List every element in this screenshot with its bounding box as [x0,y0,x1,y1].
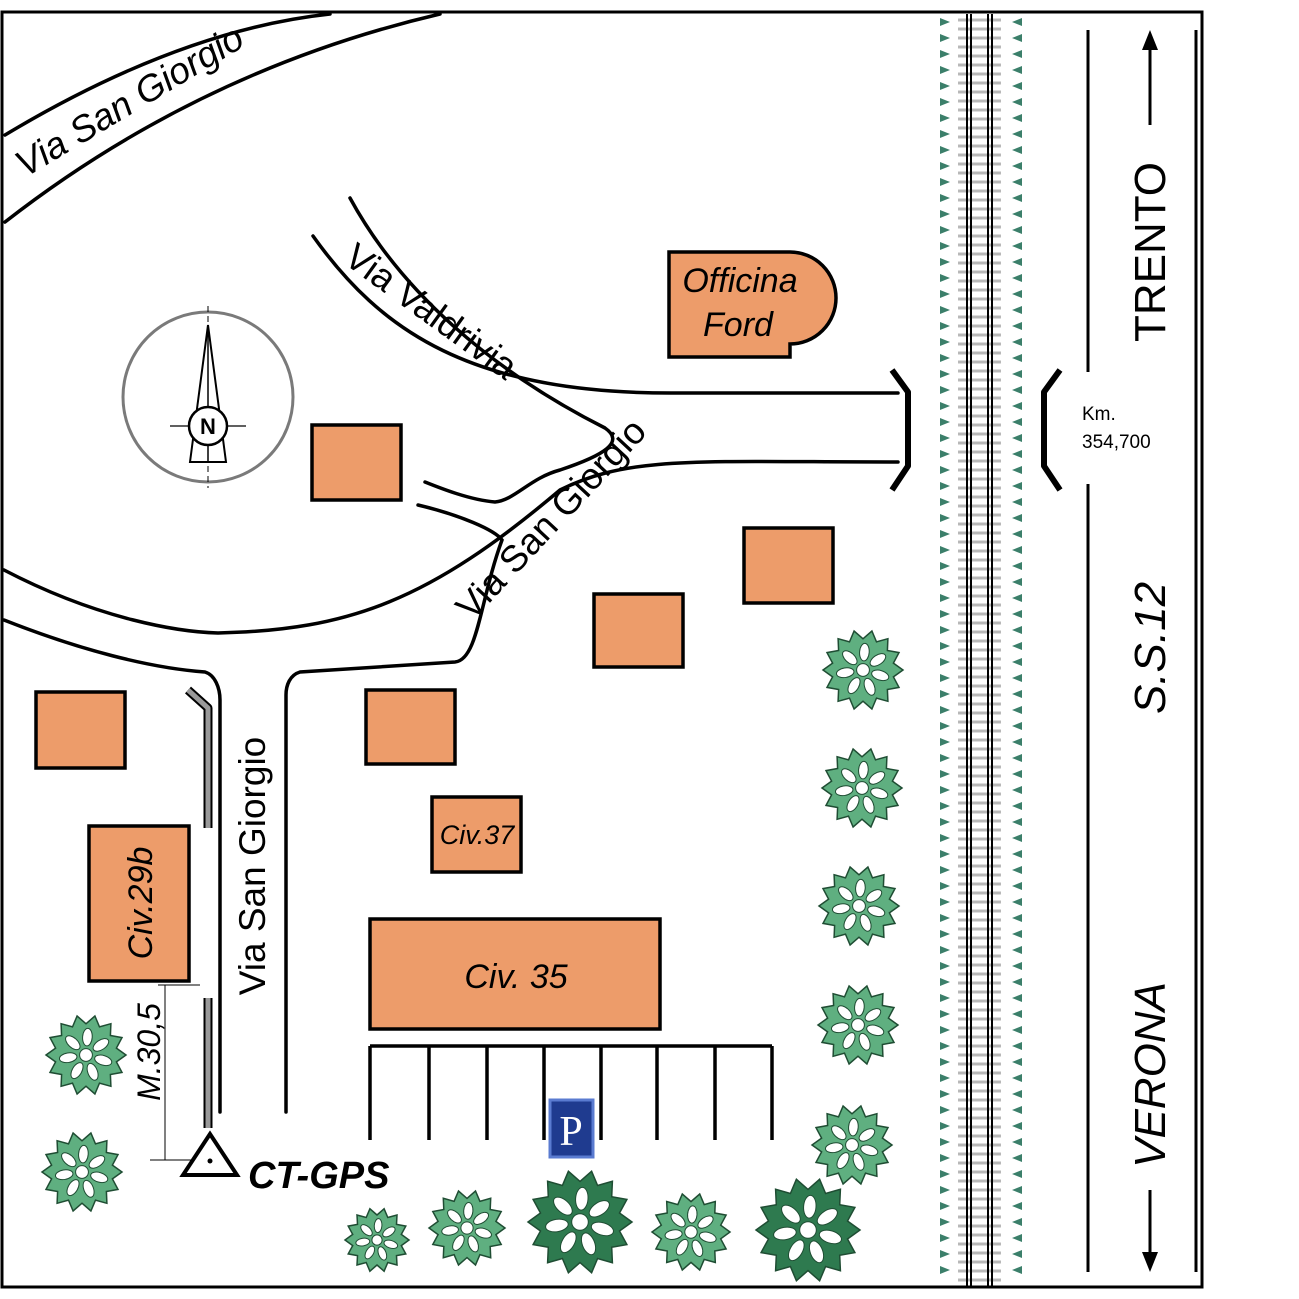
benchmark-distance: M.30,5 [131,1003,167,1101]
building-2[interactable] [742,526,835,605]
road-edge-via-valdrivia-1 [311,234,900,395]
highway-south-label: VERONA [1126,982,1175,1168]
road-edge-via-valdrivia-2 [348,196,615,504]
tree-icon [810,1104,894,1186]
civ37-label: Civ.37 [440,820,516,850]
bridge-bracket-right [1041,368,1063,492]
railway [940,14,1022,1287]
building-civ35[interactable] [368,917,662,1031]
compass-north-letter: N [200,414,216,439]
roads [2,12,1063,1114]
building-1[interactable] [310,423,403,502]
officina-ford-line1: Officina [682,262,797,300]
tree-icon [816,984,900,1066]
tree-icon [343,1207,411,1273]
road-edge-via-san-giorgio-top-1 [3,12,332,137]
tree-icon [427,1189,507,1267]
buildings: Officina Ford Civ.37 Civ.29b Civ. 35 [34,250,838,1031]
highway-ss12: TRENTO S.S.12 VERONA Km. 354,700 [1082,30,1198,1272]
km-value: 354,700 [1082,432,1151,453]
parking-symbol: P [559,1109,582,1155]
officina-ford-line2: Ford [703,306,774,344]
road-edge-via-san-giorgio-top-2 [3,12,442,224]
road-edge-via-san-giorgio-left [2,618,222,1114]
road-edge-via-san-giorgio-mid-1 [2,459,900,635]
building-civ37[interactable] [430,795,523,874]
civ35-label: Civ. 35 [464,958,567,996]
civ29b-label: Civ.29b [122,847,160,960]
parking-lot: P [368,1044,774,1159]
tree-icon [44,1014,128,1096]
parking-sign-icon[interactable] [548,1098,595,1159]
building-civ29b[interactable] [87,824,191,983]
benchmark: M.30,5 CT-GPS [131,984,389,1197]
road-edge-via-san-giorgio-mid-2 [284,503,504,1114]
benchmark-triangle-icon[interactable] [179,1130,241,1177]
building-officina-ford[interactable] [667,250,838,359]
tree-icon [40,1131,124,1213]
km-label: Km. [1082,404,1116,425]
compass-rose: N [121,306,295,488]
street-label-via-san-giorgio-vertical: Via San Giorgio [232,737,273,995]
tree-icon [526,1170,634,1274]
bridge-bracket-left [889,368,911,492]
tree-icon [820,747,904,829]
tree-icon [821,629,905,711]
trees [40,629,905,1282]
highway-route-label: S.S.12 [1126,582,1175,714]
tree-icon [817,865,901,947]
building-5[interactable] [364,688,457,766]
highway-north-label: TRENTO [1126,162,1175,342]
building-4[interactable] [34,690,127,770]
benchmark-name: CT-GPS [248,1155,389,1197]
building-3[interactable] [592,592,685,669]
boundary-walls [184,686,213,1128]
arrow-north-icon [1142,30,1158,50]
arrow-south-icon [1142,1252,1158,1272]
tree-icon [754,1178,862,1282]
tree-icon [650,1192,732,1272]
